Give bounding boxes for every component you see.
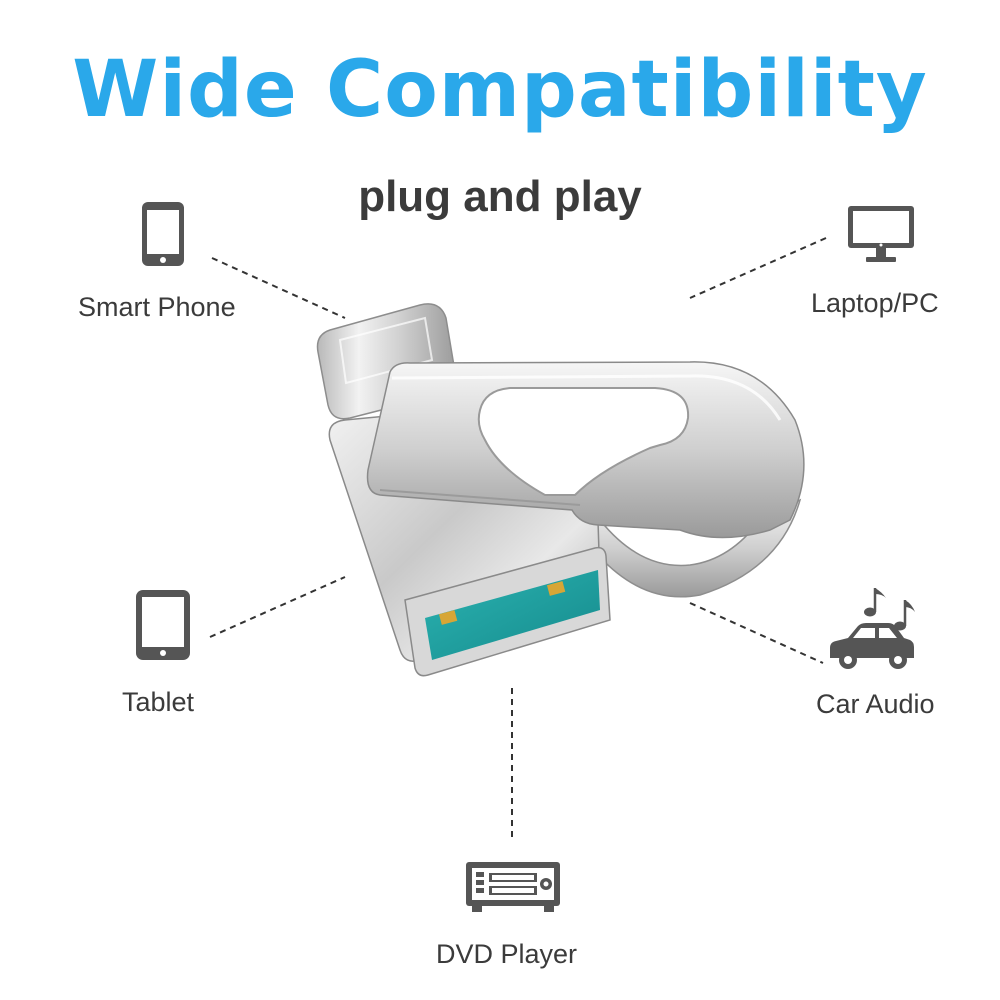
smartphone-icon xyxy=(142,202,184,266)
page-subtitle: plug and play xyxy=(358,172,642,221)
monitor-icon xyxy=(848,206,914,262)
dvd-player-icon xyxy=(466,862,560,912)
device-label-car-audio: Car Audio xyxy=(816,689,935,719)
usb-pin-2 xyxy=(546,581,566,596)
connector-smart-phone xyxy=(211,257,346,319)
usb-pin-1 xyxy=(438,610,458,625)
car-music-icon xyxy=(830,588,915,669)
device-label-tablet: Tablet xyxy=(122,687,195,717)
connector-laptop xyxy=(689,237,827,299)
swivel-loop-back xyxy=(558,498,802,598)
connector-tablet xyxy=(209,576,346,638)
swivel-cover-hole xyxy=(477,387,690,496)
device-label-dvd-player: DVD Player xyxy=(436,939,578,969)
page-title: Wide Compatibility xyxy=(72,45,928,135)
device-label-smart-phone: Smart Phone xyxy=(78,292,236,322)
device-label-laptop-pc: Laptop/PC xyxy=(811,288,939,318)
tablet-icon xyxy=(136,590,190,660)
connector-car-audio xyxy=(689,602,824,664)
